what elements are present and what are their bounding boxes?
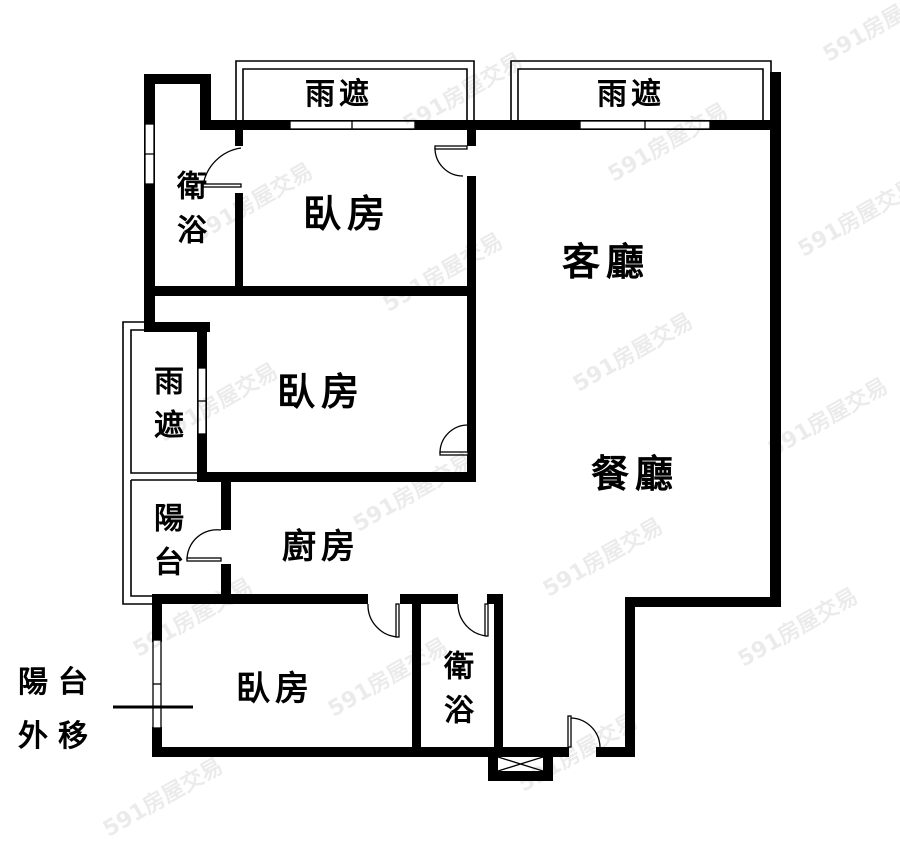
room-label-dining-room: 餐廳 [591, 451, 680, 496]
floor-plan [113, 60, 781, 781]
annotation-balcony-moved-line1: 陽台 [18, 665, 98, 700]
room-label-canopy-top-left: 雨遮 [305, 77, 373, 112]
room-label-living-room: 客廳 [562, 239, 651, 284]
canopy-top-right-outline [510, 60, 772, 126]
room-label-canopy-left: 雨遮 [148, 365, 183, 453]
room-label-canopy-top-right: 雨遮 [597, 77, 665, 112]
room-label-bedroom-1: 臥房 [303, 191, 392, 236]
canopy-left-outline [122, 321, 200, 605]
room-label-bathroom-bottom: 衛浴 [438, 650, 473, 738]
windows [144, 120, 711, 729]
room-label-kitchen: 廚房 [282, 527, 360, 567]
room-label-bedroom-3: 臥房 [236, 669, 314, 709]
room-label-bedroom-2: 臥房 [277, 369, 366, 414]
room-label-balcony: 陽台 [148, 502, 183, 590]
room-label-bathroom-top: 衛浴 [171, 170, 206, 258]
canopy-top-left-outline [235, 60, 475, 126]
shaft-cross [497, 756, 544, 772]
annotation-balcony-moved-line2: 外移 [18, 719, 98, 754]
doors [186, 145, 601, 748]
